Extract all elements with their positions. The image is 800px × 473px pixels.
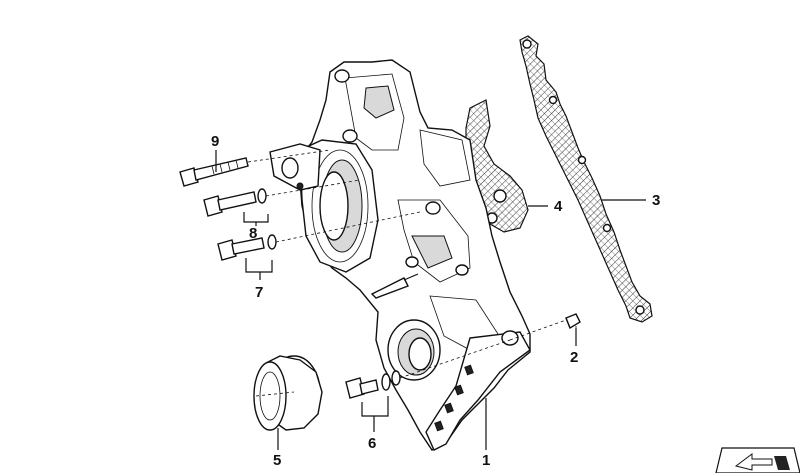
callout-3: 3 <box>652 192 660 209</box>
dowel-sleeve-part-2[interactable] <box>565 313 581 344</box>
timing-cover-part-1[interactable] <box>269 59 531 451</box>
callout-8: 8 <box>249 225 257 242</box>
leader-lines <box>215 150 646 450</box>
callout-5: 5 <box>273 452 281 469</box>
bolt-part-6[interactable] <box>345 370 401 399</box>
callout-7: 7 <box>255 284 263 301</box>
callout-9: 9 <box>211 133 219 150</box>
bolt-part-8[interactable] <box>203 188 267 217</box>
assembly-lines <box>247 149 567 397</box>
bolt-part-7[interactable] <box>217 234 277 261</box>
shaft-seal-part-5[interactable] <box>253 355 323 431</box>
callout-6: 6 <box>368 435 376 452</box>
callout-1: 1 <box>482 452 490 469</box>
callout-2: 2 <box>570 349 578 366</box>
gasket-part-3[interactable] <box>519 35 653 323</box>
navigation-arrow-icon[interactable] <box>715 447 800 473</box>
bolt-part-9[interactable] <box>179 157 249 187</box>
callout-4: 4 <box>554 198 563 215</box>
